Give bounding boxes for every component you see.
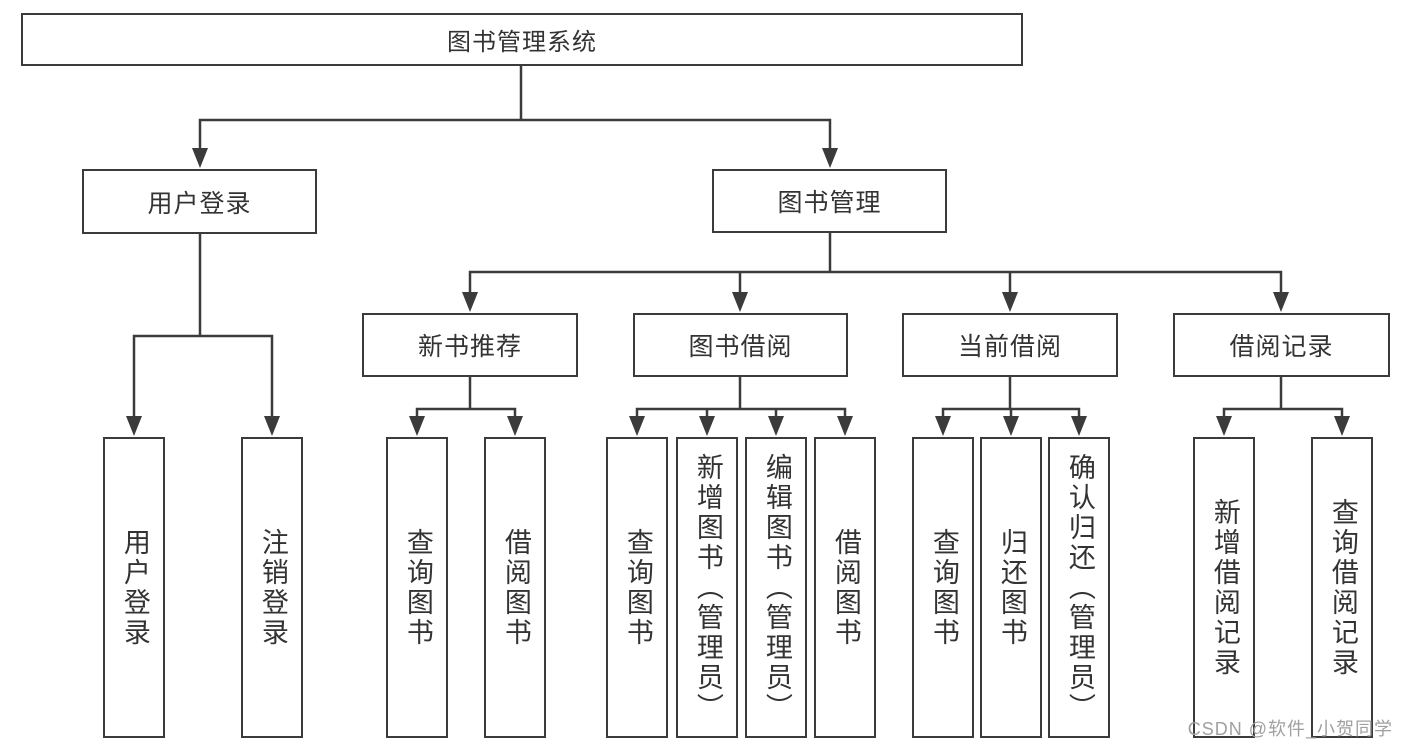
arrowhead-book-management (822, 148, 838, 168)
leaf-records-query-record: 查询借阅记录 (1311, 437, 1373, 738)
arrowhead-leaf-user-login (126, 416, 142, 436)
node-user-login: 用户登录 (82, 169, 317, 234)
arrowhead-leaf-nbr-query (409, 416, 425, 436)
node-book-management: 图书管理 (712, 169, 947, 233)
node-label: 注销登录 (257, 527, 288, 648)
node-label: 图书管理系统 (447, 29, 597, 56)
leaf-recommend-query-books: 查询图书 (386, 437, 448, 738)
leaf-borrowing-edit-books-admin: 编辑图书（管理员） (745, 437, 807, 738)
leaf-borrowing-query-books: 查询图书 (606, 437, 668, 738)
arrowhead-new-book-recommend (462, 292, 478, 312)
arrowhead-leaf-nbr-borrow (507, 416, 523, 436)
arrowhead-leaf-bb-borrow (837, 416, 853, 436)
arrowhead-book-borrowing (732, 292, 748, 312)
node-label: 借阅图书 (830, 527, 861, 648)
node-label: 借阅图书 (500, 527, 531, 648)
node-label: 查询图书 (402, 527, 433, 648)
node-current-borrowing: 当前借阅 (902, 313, 1118, 377)
node-label: 借阅记录 (1229, 333, 1334, 361)
arrowhead-leaf-logout (264, 416, 280, 436)
arrowhead-leaf-bb-query (629, 416, 645, 436)
connector-bookmgmt-to-level3 (468, 231, 1283, 298)
leaf-borrowing-add-books-admin: 新增图书（管理员） (676, 437, 738, 738)
node-label: 查询图书 (928, 527, 959, 648)
leaf-current-query-books: 查询图书 (912, 437, 974, 738)
leaf-records-add-record: 新增借阅记录 (1193, 437, 1255, 738)
arrowhead-leaf-cb-query (935, 416, 951, 436)
arrowhead-leaf-cb-return (1003, 416, 1019, 436)
connector-records-to-leaves (1222, 375, 1344, 422)
node-label: 查询借阅记录 (1327, 497, 1358, 678)
node-label: 查询图书 (622, 527, 653, 648)
leaf-user-login: 用户登录 (103, 437, 165, 738)
node-label: 确认归还（管理员） (1064, 452, 1095, 723)
node-book-borrowing: 图书借阅 (633, 313, 848, 377)
connector-recommend-to-leaves (415, 375, 517, 422)
leaf-logout: 注销登录 (241, 437, 303, 738)
node-label: 新增借阅记录 (1209, 497, 1240, 678)
csdn-watermark: CSDN @软件_小贺同学 (1187, 719, 1393, 739)
node-label: 编辑图书（管理员） (761, 452, 792, 723)
connector-current-to-leaves (941, 375, 1081, 422)
arrowhead-current-borrowing (1002, 292, 1018, 312)
node-new-book-recommend: 新书推荐 (362, 313, 578, 377)
leaf-borrowing-borrow-books: 借阅图书 (814, 437, 876, 738)
leaf-current-confirm-return-admin: 确认归还（管理员） (1048, 437, 1110, 738)
connector-borrowing-to-leaves (635, 375, 847, 422)
connector-root-to-level2 (198, 64, 832, 154)
arrowhead-borrowing-records (1273, 292, 1289, 312)
node-library-management-system: 图书管理系统 (21, 13, 1023, 66)
arrowhead-leaf-cb-confirm (1071, 416, 1087, 436)
node-label: 用户登录 (119, 527, 150, 648)
arrowhead-user-login (192, 148, 208, 168)
arrowhead-leaf-bb-add (699, 416, 715, 436)
arrowhead-leaf-br-add (1216, 416, 1232, 436)
arrowhead-leaf-bb-edit (768, 416, 784, 436)
node-label: 归还图书 (996, 527, 1027, 648)
node-label: 图书借阅 (688, 333, 793, 361)
node-label: 新书推荐 (417, 333, 522, 361)
node-borrowing-records: 借阅记录 (1173, 313, 1390, 377)
node-label: 当前借阅 (957, 333, 1062, 361)
node-label: 图书管理 (777, 189, 882, 217)
node-label: 新增图书（管理员） (692, 452, 723, 723)
leaf-recommend-borrow-books: 借阅图书 (484, 437, 546, 738)
node-label: 用户登录 (147, 189, 252, 218)
leaf-current-return-books: 归还图书 (980, 437, 1042, 738)
connector-userlogin-to-leaves (132, 232, 274, 422)
arrowhead-leaf-br-query (1334, 416, 1350, 436)
